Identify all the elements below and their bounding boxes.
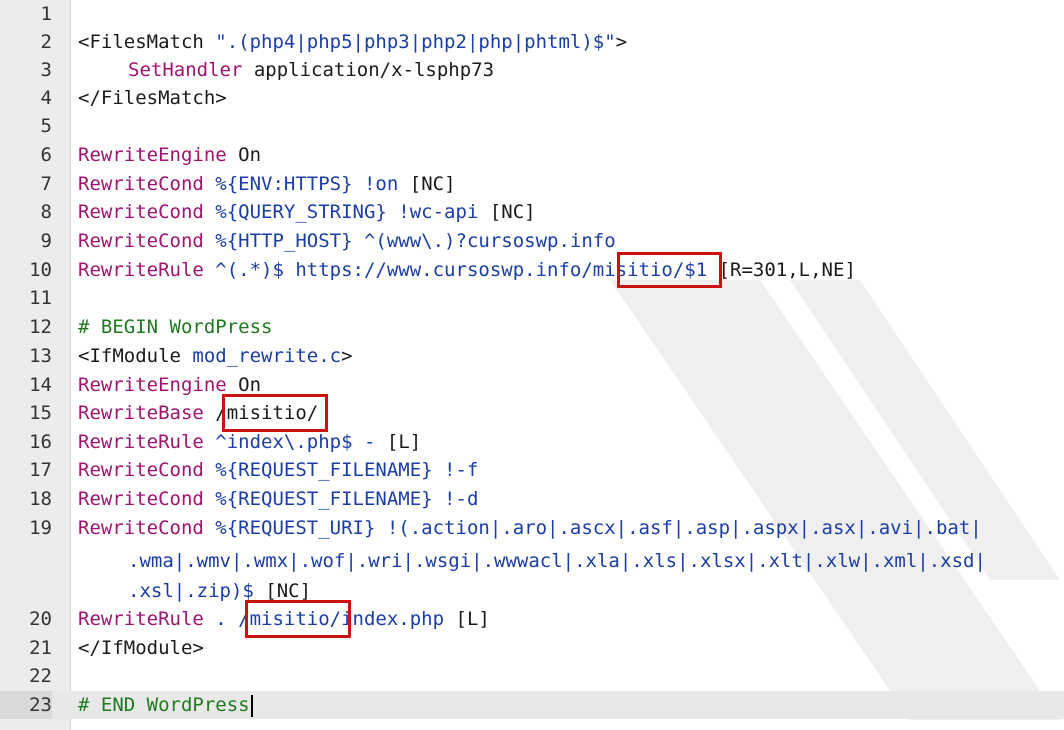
code-line-2: 2 <FilesMatch ".(php4|php5|php3|php2|php…	[0, 28, 1064, 56]
code-line-10: 10 RewriteRule ^(.*)$ https://www.cursos…	[0, 256, 1064, 284]
directive: RewriteCond	[78, 488, 204, 510]
code-line-15: 15 RewriteBase /misitio/	[0, 399, 1064, 427]
line-number: 7	[40, 173, 52, 195]
line-number: 4	[40, 87, 52, 109]
comment: # BEGIN WordPress	[78, 316, 273, 338]
line-number: 2	[40, 31, 52, 53]
module-name: mod_rewrite.c	[192, 345, 342, 367]
directive: RewriteBase	[78, 402, 204, 424]
code-line-22: 22	[0, 662, 1064, 690]
line-number: 12	[29, 316, 52, 338]
tag-open: <FilesMatch	[78, 31, 216, 53]
tag-close: >	[615, 31, 628, 53]
line-number: 16	[29, 431, 52, 453]
flags: [L]	[444, 608, 490, 630]
line-number: 13	[29, 345, 52, 367]
tag-open: <IfModule	[78, 345, 193, 367]
code-line-8: 8 RewriteCond %{QUERY_STRING} !wc-api [N…	[0, 198, 1064, 226]
directive: RewriteCond	[78, 201, 204, 223]
code-line-1: 1	[0, 0, 1064, 28]
line-number: 23	[0, 691, 52, 719]
line-number: 6	[40, 144, 52, 166]
code-line-20: 20 RewriteRule . /misitio/index.php [L]	[0, 605, 1064, 633]
line-number: 8	[40, 201, 52, 223]
code-line-19: 19 RewriteCond %{REQUEST_URI} !(.action|…	[0, 514, 1064, 542]
directive-args: . /misitio/index.php	[203, 608, 445, 630]
directive: RewriteCond	[78, 230, 204, 252]
directive: RewriteCond	[78, 517, 204, 539]
line-number-gutter	[0, 0, 71, 730]
tag-close: >	[341, 345, 353, 367]
flags: [NC]	[253, 580, 312, 602]
line-number: 20	[29, 608, 52, 630]
string-literal: ".(php4|php5|php3|php2|php|phtml)$"	[215, 31, 616, 53]
watermark-logo	[610, 280, 1060, 720]
comment: # END WordPress	[78, 694, 250, 716]
code-line-5: 5	[0, 112, 1064, 140]
flags: [NC]	[398, 173, 456, 195]
directive-args: %{REQUEST_FILENAME} !-d	[203, 488, 479, 510]
directive: RewriteEngine	[78, 144, 227, 166]
line-number: 3	[40, 59, 52, 81]
line-number: 21	[29, 637, 52, 659]
directive-args-continued: .wma|.wmv|.wmx|.wof|.wri|.wsgi|.wwwacl|.…	[128, 550, 986, 572]
highlight-box-misitio-line-10	[617, 252, 722, 288]
directive-args: %{HTTP_HOST} ^(www\.)?cursoswp.info	[203, 230, 616, 252]
line-number: 5	[40, 115, 52, 137]
directive-args: %{REQUEST_FILENAME} !-f	[203, 459, 479, 481]
code-line-19-wrap-1: .wma|.wmv|.wmx|.wof|.wri|.wsgi|.wwwacl|.…	[0, 547, 1064, 575]
directive-args: %{REQUEST_URI} !(.action|.aro|.ascx|.asf…	[203, 517, 982, 539]
code-line-7: 7 RewriteCond %{ENV:HTTPS} !on [NC]	[0, 170, 1064, 198]
directive-args-continued: .xsl|.zip)$	[128, 580, 254, 602]
directive-args: /misitio/	[203, 402, 319, 424]
code-line-14: 14 RewriteEngine On	[0, 371, 1064, 399]
line-number: 18	[29, 488, 52, 510]
directive-args: On	[226, 374, 262, 396]
code-line-19-wrap-2: .xsl|.zip)$ [NC]	[0, 577, 1064, 605]
directive: RewriteCond	[78, 459, 204, 481]
line-number: 1	[40, 3, 52, 25]
line-number: 15	[29, 402, 52, 424]
directive: RewriteRule	[78, 431, 204, 453]
directive: RewriteRule	[78, 259, 204, 281]
directive: SetHandler	[128, 59, 243, 81]
directive-args: %{ENV:HTTPS} !on	[203, 173, 399, 195]
code-line-21: 21 </IfModule>	[0, 634, 1064, 662]
directive-args: ^index\.php$ -	[203, 431, 376, 453]
code-line-9: 9 RewriteCond %{HTTP_HOST} ^(www\.)?curs…	[0, 227, 1064, 255]
tag-close: </FilesMatch>	[78, 87, 227, 109]
flags: [NC]	[478, 201, 536, 223]
highlight-box-misitio-line-20	[245, 600, 351, 638]
directive: RewriteEngine	[78, 374, 227, 396]
flags: [R=301,L,NE]	[707, 259, 856, 281]
code-line-4: 4 </FilesMatch>	[0, 84, 1064, 112]
highlight-box-misitio-line-15	[222, 394, 328, 432]
code-line-13: 13 <IfModule mod_rewrite.c>	[0, 342, 1064, 370]
code-line-3: 3 SetHandler application/x-lsphp73	[0, 56, 1064, 84]
tag-close: </IfModule>	[78, 637, 204, 659]
line-number: 22	[29, 665, 52, 687]
directive: RewriteCond	[78, 173, 204, 195]
code-line-17: 17 RewriteCond %{REQUEST_FILENAME} !-f	[0, 456, 1064, 484]
directive-args: On	[226, 144, 262, 166]
code-line-11: 11	[0, 284, 1064, 312]
code-line-12: 12 # BEGIN WordPress	[0, 313, 1064, 341]
directive-args: application/x-lsphp73	[242, 59, 495, 81]
directive-args: ^(.*)$ https://www.cursoswp.info/misitio…	[203, 259, 708, 281]
code-line-16: 16 RewriteRule ^index\.php$ - [L]	[0, 428, 1064, 456]
line-number: 10	[29, 259, 52, 281]
text-cursor	[250, 694, 253, 717]
line-number: 14	[29, 374, 52, 396]
code-line-18: 18 RewriteCond %{REQUEST_FILENAME} !-d	[0, 485, 1064, 513]
code-line-6: 6 RewriteEngine On	[0, 141, 1064, 169]
directive: RewriteRule	[78, 608, 204, 630]
line-number: 17	[29, 459, 52, 481]
line-number: 9	[40, 230, 52, 252]
code-line-23[interactable]: 23 # END WordPress	[0, 691, 1064, 719]
line-number: 19	[29, 517, 52, 539]
flags: [L]	[375, 431, 422, 453]
line-number: 11	[29, 287, 52, 309]
directive-args: %{QUERY_STRING} !wc-api	[203, 201, 479, 223]
